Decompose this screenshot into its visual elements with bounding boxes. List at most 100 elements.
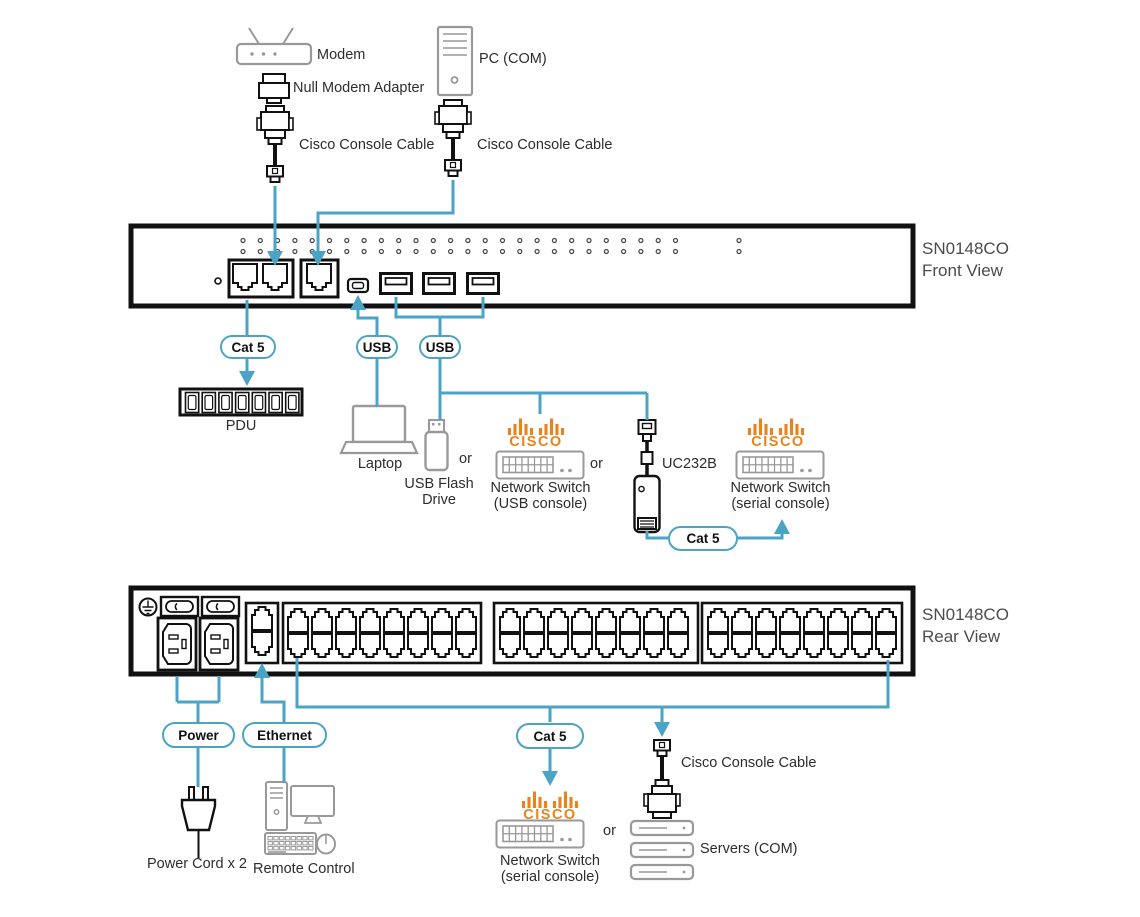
label-null-modem-adapter: Null Modem Adapter <box>293 80 425 96</box>
serial-port-rj45 <box>299 258 340 299</box>
console-cable-servers-icon <box>643 739 681 819</box>
arrow-up-mini-usb <box>350 295 366 310</box>
modem-port-dual-rj45 <box>227 258 295 299</box>
pc-tower-icon <box>436 25 474 97</box>
led-pair <box>292 237 298 255</box>
cisco-logo-usb-switch-icon <box>507 416 565 437</box>
server-icon-2 <box>629 841 695 859</box>
cisco-logo-serial-switch-icon <box>747 416 805 437</box>
label-pdu: PDU <box>225 418 257 434</box>
usb-a-port-3 <box>466 272 500 295</box>
badge-power: Power <box>162 722 235 748</box>
label-cisco-2: CISCO <box>751 434 805 450</box>
power-switch-2 <box>200 595 241 618</box>
label-power-cord: Power Cord x 2 <box>147 856 247 872</box>
serial-port-bank-1 <box>281 601 483 665</box>
led-pair <box>672 237 679 255</box>
label-serial-console-2: (serial console) <box>500 869 600 885</box>
label-uc232b: UC232B <box>662 456 717 472</box>
pdu-outlet <box>184 391 200 414</box>
led-pair <box>499 237 506 255</box>
arrow-down-servers <box>654 722 670 737</box>
keyboard-key-column <box>290 836 297 851</box>
null-modem-adapter-icon <box>258 73 290 104</box>
led-pair <box>240 237 246 255</box>
label-console-cable-servers: Cisco Console Cable <box>681 755 817 771</box>
led-pair <box>620 237 627 255</box>
mini-usb-port <box>346 277 370 294</box>
label-modem: Modem <box>317 47 366 63</box>
pdu-outlet <box>234 391 250 414</box>
led-pair <box>344 237 350 255</box>
network-switch-rear-icon <box>495 819 585 849</box>
front-panel-title: SN0148CO Front View <box>922 238 1009 282</box>
usb-flash-drive-icon <box>424 419 449 472</box>
led-pair <box>257 237 263 255</box>
led-pair <box>378 237 384 255</box>
console-cable-modem-icon <box>256 105 294 183</box>
keyboard-key-column <box>302 836 308 851</box>
led-pair <box>361 237 367 255</box>
label-cisco-1: CISCO <box>509 434 563 450</box>
label-pc-com: PC (COM) <box>479 51 547 67</box>
led-pair <box>517 237 523 255</box>
front-panel-model: SN0148CO <box>922 239 1009 258</box>
arrow-down-modem <box>267 251 283 266</box>
ethernet-port-column <box>244 601 280 665</box>
ground-screw-icon <box>138 597 158 617</box>
pdu-outlet <box>284 391 300 414</box>
led-pair <box>448 237 454 255</box>
arrow-down-pc <box>310 251 326 266</box>
label-or-3: or <box>603 823 616 839</box>
led-pair <box>655 237 661 255</box>
front-panel <box>128 223 916 309</box>
led-pair <box>534 237 540 255</box>
rear-panel-view: Rear View <box>922 627 1001 646</box>
led-pair <box>603 237 609 255</box>
led-pair <box>396 237 402 255</box>
badge-cat5-front: Cat 5 <box>220 335 276 359</box>
label-or-1: or <box>459 451 472 467</box>
cable-connections <box>175 180 890 787</box>
pdu-outlet <box>251 391 267 414</box>
laptop-icon <box>339 404 419 455</box>
rear-panel-model: SN0148CO <box>922 605 1009 624</box>
label-serial-console-1: (serial console) <box>731 496 830 512</box>
power-switch-1 <box>159 595 200 618</box>
led-pair <box>326 237 333 255</box>
keyboard-key-column <box>273 836 279 851</box>
remote-control-icon <box>264 781 336 855</box>
led-pair <box>465 237 471 255</box>
label-network-switch-usb: Network Switch <box>490 480 591 496</box>
label-servers-com: Servers (COM) <box>700 841 798 857</box>
label-network-switch-serial: Network Switch <box>730 480 831 496</box>
badge-usb-2: USB <box>419 335 461 359</box>
label-console-cable-modem: Cisco Console Cable <box>299 137 435 153</box>
network-switch-usb-icon <box>495 450 585 480</box>
led-pair <box>551 237 558 255</box>
led-pair <box>586 237 592 255</box>
keyboard-key-column <box>296 836 302 851</box>
serial-port-bank-2 <box>492 601 700 665</box>
keyboard-key-column <box>284 836 291 851</box>
label-usb-flash-drive: USB Flash Drive <box>404 476 474 509</box>
label-console-cable-pc: Cisco Console Cable <box>477 137 613 153</box>
label-network-switch-rear: Network Switch <box>500 853 600 869</box>
server-icon-1 <box>629 819 695 837</box>
usb-a-port-1 <box>379 272 413 295</box>
server-icon-3 <box>629 863 695 881</box>
badge-usb-1: USB <box>356 335 398 359</box>
serial-port-bank-3 <box>700 601 904 665</box>
pdu-outlet <box>201 391 217 414</box>
keyboard-key-column <box>308 836 314 851</box>
console-cable-pc-icon <box>434 99 472 177</box>
power-plug-icon <box>180 786 217 858</box>
arrow-down-pdu <box>239 371 255 386</box>
badge-cat5-rear: Cat 5 <box>516 723 584 749</box>
label-or-2: or <box>590 456 603 472</box>
keyboard-key-column <box>267 836 273 851</box>
arrow-down-rear-switch <box>542 771 558 786</box>
badge-ethernet: Ethernet <box>242 722 327 748</box>
